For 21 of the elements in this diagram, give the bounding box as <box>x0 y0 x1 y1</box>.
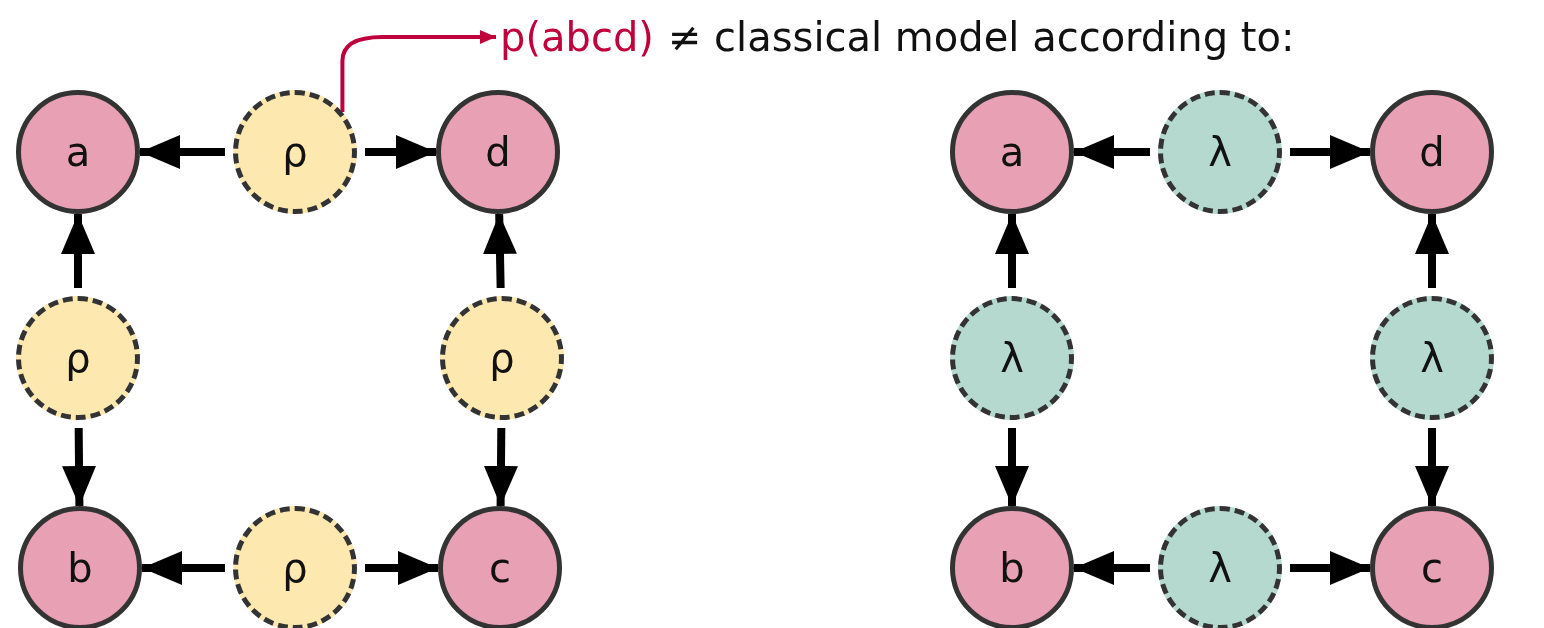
variable-label: ρ <box>489 335 515 381</box>
variable-label: d <box>485 129 511 175</box>
heading-text: ≠ classical model according to: <box>667 14 1295 60</box>
variable-label: ρ <box>282 129 308 175</box>
variable-label: ρ <box>282 545 308 591</box>
variable-label: λ <box>1208 545 1232 591</box>
variable-label: b <box>67 545 93 591</box>
variable-label: a <box>65 129 91 175</box>
variable-label: λ <box>1000 335 1024 381</box>
variable-label: λ <box>1420 335 1444 381</box>
variable-label: c <box>1421 545 1443 591</box>
variable-label: d <box>1419 129 1445 175</box>
variable-label: a <box>999 129 1025 175</box>
arrow <box>62 427 97 507</box>
arrow <box>340 30 496 113</box>
variable-label: λ <box>1208 129 1232 175</box>
variable-label: ρ <box>65 335 91 381</box>
variable-label: c <box>489 545 511 591</box>
arrow <box>483 427 518 507</box>
probability-expression: p(abcd) <box>500 14 654 60</box>
variable-label: b <box>999 545 1025 591</box>
